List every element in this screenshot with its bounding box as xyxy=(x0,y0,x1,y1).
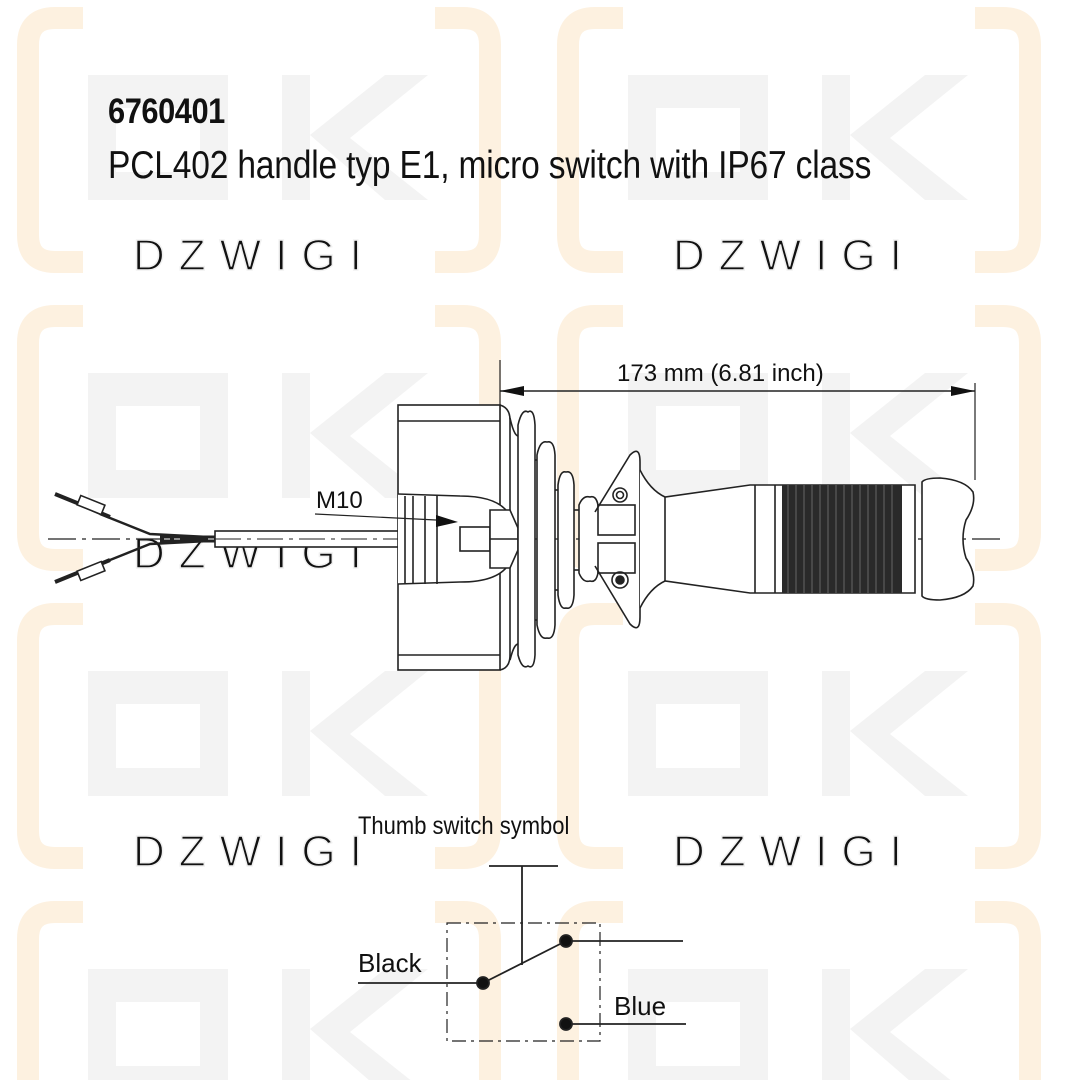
terminal-nc xyxy=(559,1017,573,1031)
part-number: 6760401 xyxy=(108,92,225,131)
dimension-label: 173 mm (6.81 inch) xyxy=(617,360,824,387)
handle-flange xyxy=(594,450,641,629)
cable-pin-bottom xyxy=(54,558,111,584)
wire-label-black: Black xyxy=(358,948,423,978)
thread-label: M10 xyxy=(316,487,363,514)
thumb-switch-symbol xyxy=(358,865,686,1042)
handle-end-cap xyxy=(921,477,975,601)
cable-pin-top xyxy=(54,492,111,519)
terminal-common xyxy=(476,976,490,990)
knurled-band xyxy=(782,485,902,593)
switch-symbol-title: Thumb switch symbol xyxy=(358,812,569,840)
terminal-no xyxy=(559,934,573,948)
part-description: PCL402 handle typ E1, micro switch with … xyxy=(108,144,872,187)
wire-label-blue: Blue xyxy=(614,991,666,1021)
